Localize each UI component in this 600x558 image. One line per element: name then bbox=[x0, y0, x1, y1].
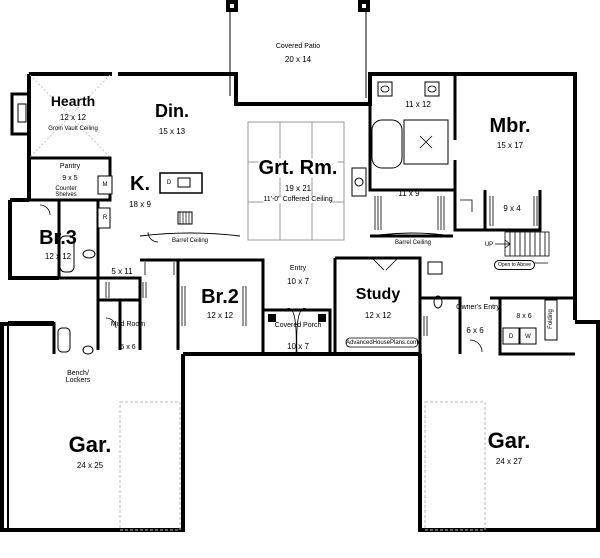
hearth-note: Groin Vault Ceiling bbox=[48, 126, 98, 132]
master-sink-2 bbox=[424, 81, 440, 97]
tub-mud bbox=[57, 327, 71, 353]
study-name: Study bbox=[355, 286, 401, 303]
groin-vault-lines bbox=[29, 74, 111, 158]
owners-entry-size: 6 x 6 bbox=[466, 326, 484, 335]
dining-name: Din. bbox=[155, 101, 189, 121]
bedroom-3-name: Br.3 bbox=[39, 227, 77, 249]
bench-lockers-label: Bench/ Lockers bbox=[65, 370, 91, 384]
laundry-size: 8 x 6 bbox=[516, 313, 532, 320]
fireplace-hearth bbox=[17, 103, 27, 123]
bath-5x11-size: 5 x 11 bbox=[111, 267, 133, 276]
covered-porch-size: 10 x 7 bbox=[287, 342, 309, 351]
barrel-ceiling-left: Barrel Ceiling bbox=[171, 238, 209, 244]
bedroom-2-name: Br.2 bbox=[201, 286, 239, 308]
closet-9x4-size: 9 x 4 bbox=[503, 204, 521, 213]
kitchen-sink bbox=[177, 177, 191, 188]
owners-entry-name: Owner's Entry bbox=[456, 304, 500, 311]
open-to-above-label: Open to Above bbox=[494, 260, 536, 270]
garage-left-name: Gar. bbox=[68, 432, 112, 457]
great-room-note: 11'-0" Coffered Ceiling bbox=[263, 196, 333, 203]
folding-counter bbox=[544, 299, 558, 341]
washer bbox=[519, 327, 537, 345]
kitchen-range bbox=[177, 211, 193, 225]
bedroom-2-size: 12 x 12 bbox=[206, 311, 234, 320]
barrel-ceiling-right: Barrel Ceiling bbox=[394, 240, 432, 246]
garage-right-name: Gar. bbox=[487, 428, 531, 453]
washer-label: W bbox=[525, 334, 531, 340]
coffered-ceiling-grid bbox=[247, 121, 345, 241]
folding-label: Folding bbox=[548, 309, 554, 329]
dining-size: 15 x 13 bbox=[158, 127, 186, 136]
sink-powder bbox=[427, 261, 443, 275]
kitchen-size: 18 x 9 bbox=[129, 200, 151, 209]
hearth-size: 12 x 12 bbox=[59, 113, 87, 122]
pantry-size: 9 x 5 bbox=[62, 175, 78, 182]
fixture-r-label: R bbox=[102, 215, 108, 221]
hearth-name: Hearth bbox=[50, 93, 96, 109]
pantry-note: Counter Shelves bbox=[55, 186, 77, 198]
garage-door-right bbox=[424, 401, 486, 531]
master-tub bbox=[371, 119, 403, 169]
great-room-name: Grt. Rm. bbox=[258, 157, 338, 179]
closet-shelving bbox=[105, 196, 538, 336]
master-closet-size: 11 x 9 bbox=[398, 189, 420, 198]
bath-tub-br3 bbox=[59, 235, 75, 273]
study-size: 12 x 12 bbox=[364, 311, 392, 320]
dishwasher-label: D bbox=[166, 180, 172, 186]
garage-left-size: 24 x 25 bbox=[76, 461, 104, 470]
garage-right-size: 24 x 27 bbox=[495, 457, 523, 466]
mud-room-size: 5 x 6 bbox=[120, 344, 136, 351]
great-room-fireplace bbox=[351, 167, 367, 197]
pantry-name: Pantry bbox=[59, 163, 81, 170]
garage-door-left bbox=[119, 401, 181, 531]
barrel-ceiling-left-arc bbox=[139, 232, 241, 237]
barrel-ceiling-right-arc bbox=[371, 232, 453, 237]
interior-walls bbox=[29, 74, 575, 356]
watermark-badge bbox=[345, 337, 419, 348]
master-shower bbox=[403, 119, 449, 165]
dryer-label: D bbox=[508, 334, 514, 340]
kitchen-island bbox=[159, 172, 203, 194]
master-sink-1 bbox=[377, 81, 393, 97]
patio-size: 20 x 14 bbox=[284, 55, 312, 64]
kitchen-name: K. bbox=[130, 173, 150, 195]
dryer bbox=[502, 327, 520, 345]
microwave-cabinet bbox=[97, 207, 111, 229]
stairs bbox=[495, 231, 550, 264]
covered-porch-name: Covered Porch bbox=[274, 322, 322, 329]
entry-size: 10 x 7 bbox=[287, 277, 309, 286]
entry-name: Entry bbox=[289, 265, 307, 272]
fixture-m-label: M bbox=[102, 182, 108, 188]
refrigerator bbox=[97, 175, 113, 195]
master-bedroom-size: 15 x 17 bbox=[496, 141, 524, 150]
bedroom-3-size: 12 x 12 bbox=[44, 252, 72, 261]
master-bedroom-name: Mbr. bbox=[489, 115, 531, 137]
toilet-mud bbox=[82, 345, 94, 355]
great-room-size: 19 x 21 bbox=[284, 184, 312, 193]
master-bath-size: 11 x 12 bbox=[405, 100, 431, 109]
toilet-br3 bbox=[82, 249, 96, 259]
mud-room-name: Mud Room bbox=[110, 321, 146, 328]
patio-name: Covered Patio bbox=[275, 43, 321, 50]
watermark: AdvancedHousePlans.com bbox=[345, 340, 419, 346]
up-label: UP bbox=[484, 242, 494, 248]
door-swings bbox=[39, 199, 483, 355]
toilet-powder bbox=[433, 295, 443, 309]
